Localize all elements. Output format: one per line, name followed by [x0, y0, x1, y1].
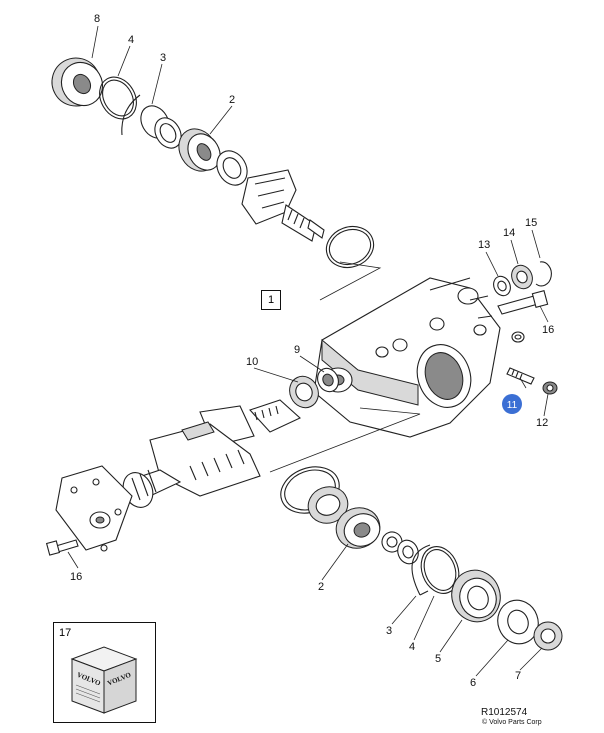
assembly-line-lower [269, 407, 421, 473]
assembly-line-upper [319, 261, 382, 301]
lower-seal-5 [451, 569, 501, 623]
bolt-16-left [45, 539, 79, 556]
callout-15: 15 [525, 217, 537, 229]
washer-14 [511, 264, 533, 290]
callout-10: 10 [246, 356, 258, 368]
callout-16-right: 16 [542, 324, 554, 336]
callout-16-left: 16 [70, 571, 82, 583]
lower-circlip-3 [411, 544, 431, 596]
callout-3-lower: 3 [386, 625, 392, 637]
upper-snap-ring-4 [99, 76, 137, 120]
side-cover [55, 465, 133, 552]
part-11-highlight[interactable] [502, 394, 522, 414]
callout-13: 13 [478, 239, 490, 251]
gear-housing [313, 277, 501, 438]
seal-13 [493, 275, 511, 297]
seal-9 [317, 367, 339, 393]
callout-labels: 8 4 3 2 13 14 15 16 10 9 12 16 2 3 4 5 6… [70, 13, 554, 689]
callout-7: 7 [515, 670, 521, 682]
o-ring [325, 225, 375, 269]
input-shaft [241, 169, 325, 242]
copyright-text: © Volvo Parts Corp [482, 719, 542, 726]
lower-nut-7 [533, 621, 563, 651]
kit-box-panel: 17 VOLVO VOLVO [53, 622, 156, 723]
locknut-12 [542, 381, 558, 395]
callout-12: 12 [536, 417, 548, 429]
callout-8: 8 [94, 13, 100, 25]
screw-11 [506, 367, 535, 385]
volvo-parts-box-icon: VOLVO VOLVO [70, 646, 138, 714]
lower-washers [381, 531, 419, 565]
lower-washer-6 [497, 599, 539, 645]
upper-washers [154, 117, 182, 149]
nut-small [511, 331, 525, 343]
sector-shaft [149, 399, 301, 497]
lower-bearing-2 [335, 507, 381, 549]
assembly-label-box: 1 [261, 290, 281, 310]
callout-6: 6 [470, 677, 476, 689]
circlip-15 [535, 261, 552, 287]
washer-10 [289, 375, 319, 409]
upper-seal-cap-8 [51, 57, 104, 107]
lower-seal [307, 486, 349, 524]
callout-14: 14 [503, 227, 515, 239]
callout-2-lower: 2 [318, 581, 324, 593]
callout-11[interactable]: 11 [507, 400, 518, 411]
upper-bearing-2 [178, 128, 248, 186]
callout-4-lower: 4 [409, 641, 415, 653]
callout-4-upper: 4 [128, 34, 134, 46]
callout-2-upper: 2 [229, 94, 235, 106]
callout-3-upper: 3 [160, 52, 166, 64]
callout-9: 9 [294, 344, 300, 356]
lower-snap-ring-4 [420, 546, 460, 594]
reference-code: R1012574 [481, 707, 528, 718]
kit-label: 17 [59, 627, 72, 639]
bolt-16-right [497, 290, 549, 315]
leader-lines [67, 25, 549, 677]
callout-5: 5 [435, 653, 441, 665]
